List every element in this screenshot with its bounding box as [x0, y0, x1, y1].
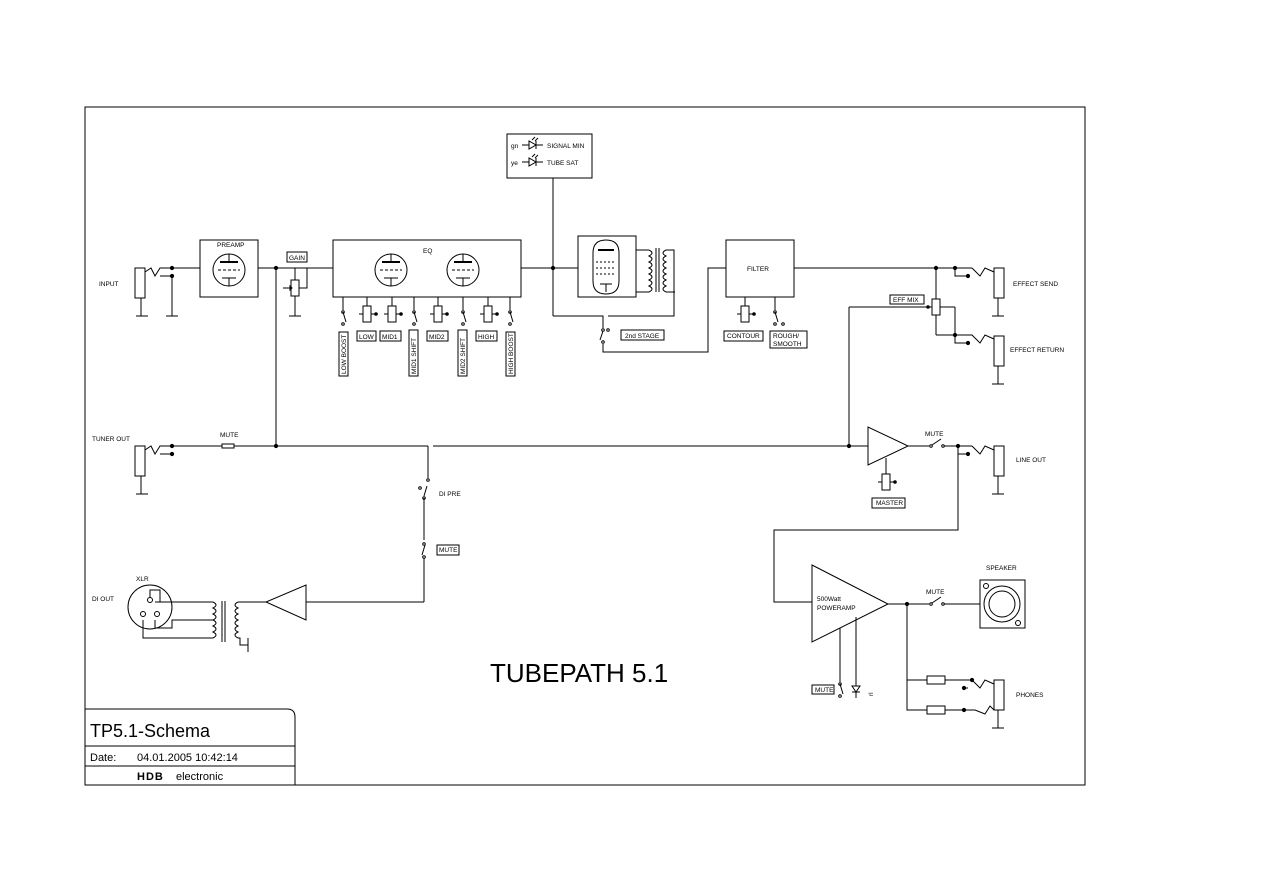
poweramp-mute-label: MUTE: [815, 687, 834, 694]
line-out-label: LINE OUT: [1016, 457, 1046, 464]
effect-return-label: EFFECT RETURN: [1010, 347, 1064, 354]
phones-path: [906, 604, 995, 715]
speaker-icon: [979, 579, 1026, 629]
master-label: MASTER: [876, 500, 903, 507]
led1-label: SIGNAL MIN: [547, 143, 585, 150]
di-pre-label: DI PRE: [439, 491, 461, 498]
speaker-label: SPEAKER: [986, 565, 1017, 572]
master-mute-label: MUTE: [925, 431, 944, 438]
second-stage-label: 2nd STAGE: [625, 333, 660, 340]
eff-mix-pot: [849, 268, 955, 335]
eq-label: EQ: [423, 248, 432, 255]
di-mute-label: MUTE: [439, 547, 458, 554]
led2-label: TUBE SAT: [547, 160, 578, 167]
xlr-connector-icon: [127, 584, 173, 630]
tuner-out-jack: [134, 443, 428, 495]
indicator-box: [506, 133, 593, 179]
master-amp: [867, 426, 910, 466]
poweramp-controls: [811, 617, 861, 698]
mid1-shift-label: MID1 SHIFT: [411, 338, 418, 374]
title-block: TP5.1-Schema Date: 04.01.2005 10:42:14 H…: [85, 708, 296, 786]
filter-label: FILTER: [747, 266, 769, 273]
input-jack: [134, 265, 200, 317]
led-icon: [522, 136, 543, 150]
master-pot: [871, 458, 906, 509]
company-logo: HDB: [137, 771, 164, 783]
gain-label: GAIN: [289, 255, 305, 262]
drawing-name: TP5.1-Schema: [90, 721, 211, 741]
effect-send-jack: [954, 267, 1005, 317]
date-label: Date:: [90, 752, 116, 764]
diagram-title: TUBEPATH 5.1: [490, 658, 668, 688]
high-label: HIGH: [478, 334, 495, 341]
tuner-mute-label: MUTE: [220, 432, 239, 439]
effect-send-label: EFFECT SEND: [1013, 281, 1058, 288]
speaker-mute-label: MUTE: [926, 589, 945, 596]
second-stage-switch: [553, 267, 726, 353]
pentode-tube-icon: [592, 239, 620, 295]
xlr-label: XLR: [136, 576, 149, 583]
power-tube-block: [577, 235, 637, 298]
eq-controls: [338, 297, 516, 377]
preamp-label: PREAMP: [217, 242, 244, 249]
date-value: 04.01.2005 10:42:14: [137, 752, 238, 764]
output-transformer-icon: [608, 248, 675, 317]
contour-label: CONTOUR: [727, 333, 760, 340]
phones-label: PHONES: [1016, 692, 1044, 699]
poweramp-label-1: 500Watt: [817, 596, 841, 603]
low-label: LOW: [359, 334, 375, 341]
high-boost-label: HIGH BOOST: [508, 333, 515, 374]
line-out-path: [773, 438, 972, 603]
sheet-frame: [84, 106, 1086, 786]
mid1-label: MID1: [382, 334, 398, 341]
eff-mix-label: EFF MIX: [893, 297, 919, 304]
di-pre-switch: [306, 445, 868, 603]
mid2-label: MID2: [429, 334, 445, 341]
rl-label: rl: [868, 692, 875, 696]
input-label: INPUT: [99, 281, 119, 288]
gain-pot: [283, 251, 308, 317]
rough-smooth-label-1: ROUGH/: [773, 333, 799, 340]
power-amp: [811, 564, 890, 643]
preamp-tube-icon: [212, 253, 246, 287]
low-boost-label: LOW BOOST: [341, 335, 348, 374]
rough-smooth-label-2: SMOOTH: [773, 341, 802, 348]
speaker-path: [888, 596, 980, 607]
led-icon: [522, 153, 543, 167]
company-text: electronic: [176, 771, 224, 783]
poweramp-label-2: POWERAMP: [817, 605, 856, 612]
eq-tube2-icon: [446, 253, 480, 287]
led1-color: gn: [511, 143, 519, 150]
eq-tube1-icon: [374, 253, 408, 287]
rough-smooth-switch: [769, 297, 808, 349]
contour-pot: [723, 297, 764, 342]
line-out-jack: [957, 445, 1005, 495]
effect-return-jack: [936, 307, 1005, 385]
di-buffer-amp: [264, 584, 307, 621]
di-transformer-icon: [142, 601, 266, 652]
di-out-label: DI OUT: [92, 596, 114, 603]
phones-jack: [992, 679, 1005, 729]
led2-color: ye: [511, 160, 518, 167]
tuner-out-label: TUNER OUT: [92, 436, 130, 443]
mid2-shift-label: MID2 SHIFT: [460, 338, 467, 374]
